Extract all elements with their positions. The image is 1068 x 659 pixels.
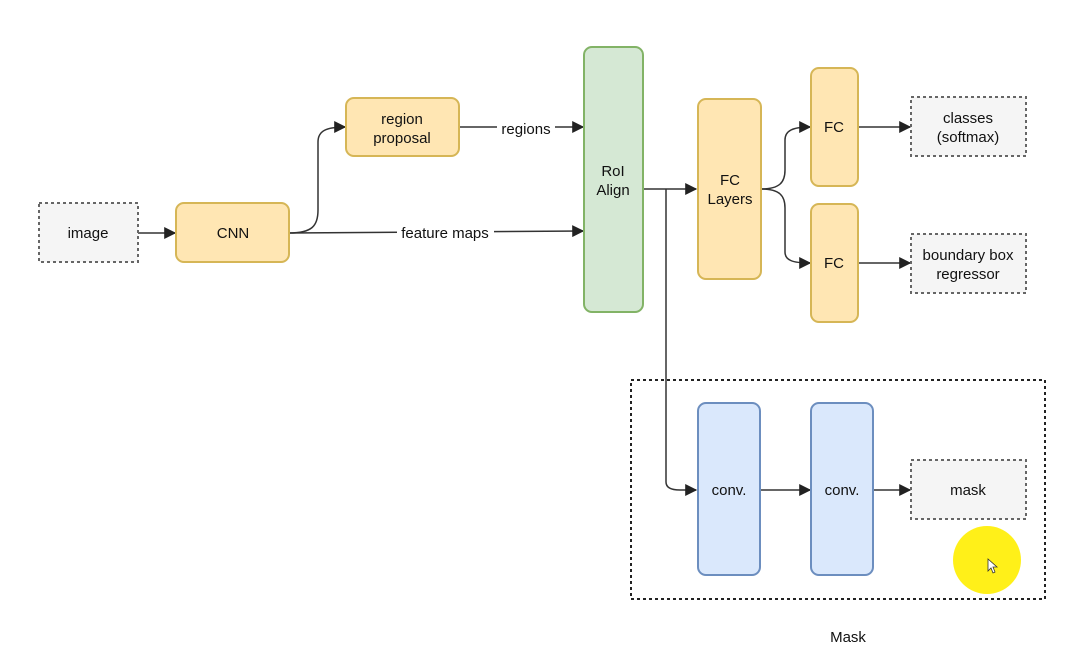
node-classes-label-line2: (softmax) xyxy=(937,129,1000,146)
node-mask-label: mask xyxy=(950,482,986,499)
node-bbox-regressor: boundary box regressor xyxy=(910,233,1027,294)
node-fc-bottom: FC xyxy=(810,203,859,323)
node-image-label: image xyxy=(68,225,109,242)
edge-roi-align-to-conv1 xyxy=(665,189,698,496)
node-conv-1-label: conv. xyxy=(712,482,747,499)
node-conv-2-label: conv. xyxy=(825,482,860,499)
node-image: image xyxy=(38,202,139,263)
node-roi-align-label-line1: RoI xyxy=(601,163,624,180)
edge-cnn-to-region-proposal xyxy=(288,121,347,234)
node-conv-2: conv. xyxy=(810,402,874,576)
edge-label-feature-maps: feature maps xyxy=(401,225,489,242)
node-mask: mask xyxy=(910,459,1027,520)
node-bbox-regressor-label-line1: boundary box xyxy=(923,247,1014,264)
edge-fc-layers-to-fc-top xyxy=(760,121,812,190)
node-region-proposal: region proposal xyxy=(345,97,460,157)
mask-group-label: Mask xyxy=(830,629,866,646)
node-region-proposal-label-line2: proposal xyxy=(373,130,431,147)
node-conv-1: conv. xyxy=(697,402,761,576)
node-classes-label-line1: classes xyxy=(943,110,993,127)
node-roi-align-label-line2: Align xyxy=(596,182,629,199)
node-cnn: CNN xyxy=(175,202,290,263)
edges xyxy=(138,121,912,496)
node-roi-align: RoI Align xyxy=(583,46,644,313)
node-fc-top: FC xyxy=(810,67,859,187)
cursor-arrow-icon xyxy=(987,558,999,574)
node-classes: classes (softmax) xyxy=(910,96,1027,157)
node-region-proposal-label-line1: region xyxy=(381,111,423,128)
edge-label-regions: regions xyxy=(501,121,550,138)
node-fc-top-label: FC xyxy=(824,119,844,136)
edge-fc-layers-to-fc-bottom xyxy=(760,188,812,269)
cursor-highlight xyxy=(953,526,1021,594)
node-fc-bottom-label: FC xyxy=(824,255,844,272)
node-cnn-label: CNN xyxy=(217,225,250,242)
mask-group-frame xyxy=(630,379,1046,600)
node-fc-layers: FC Layers xyxy=(697,98,762,280)
node-fc-layers-label-line1: FC xyxy=(720,172,740,189)
node-bbox-regressor-label-line2: regressor xyxy=(936,266,999,283)
node-fc-layers-label-line2: Layers xyxy=(707,191,752,208)
